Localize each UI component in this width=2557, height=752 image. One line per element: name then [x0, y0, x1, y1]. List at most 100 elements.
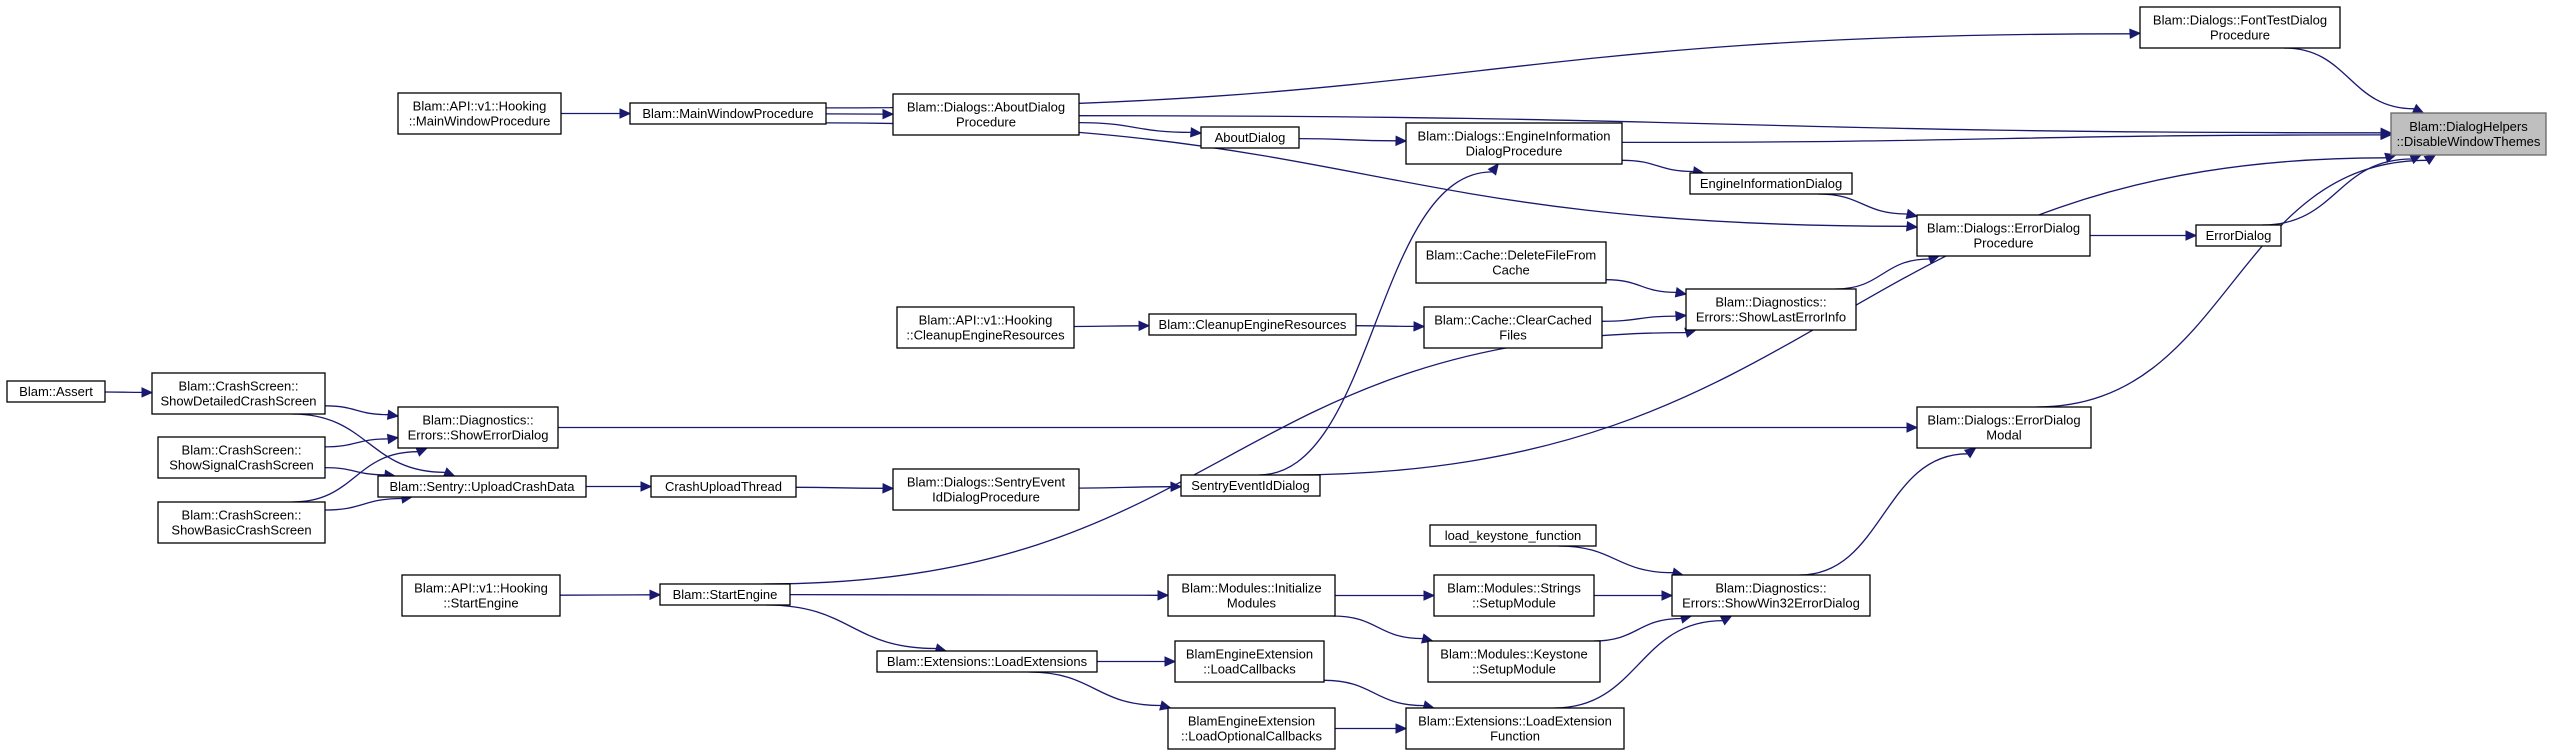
node-label: Blam::Diagnostics::	[1715, 295, 1826, 310]
edge-line	[1817, 193, 1908, 215]
node-box	[650, 475, 797, 498]
edge-aboutdlg-to-engineproc	[1298, 135, 1408, 147]
edge-arrowhead	[2129, 28, 2142, 39]
edge-errormodal-to-disable	[2036, 154, 2437, 408]
node-label: Blam::CrashScreen::	[182, 443, 302, 458]
node-keystone[interactable]: Blam::Modules::Keystone::SetupModule	[1427, 640, 1601, 683]
node-basic[interactable]: Blam::CrashScreen::ShowBasicCrashScreen	[157, 501, 326, 544]
node-box	[1916, 406, 2092, 449]
edge-hookcleanup-to-cleanup	[1073, 320, 1151, 332]
edge-line	[1621, 134, 2382, 144]
edge-line	[324, 466, 386, 476]
edge-loadcallbacks-to-loadextfn	[1323, 679, 1435, 711]
node-label: Blam::Extensions::LoadExtensions	[887, 654, 1088, 669]
node-cleanup[interactable]: Blam::CleanupEngineResources	[1148, 313, 1357, 336]
node-aboutdlg[interactable]: AboutDialog	[1200, 126, 1300, 149]
node-disable[interactable]: Blam::DialogHelpers::DisableWindowThemes	[2390, 112, 2547, 156]
edge-hookstart-to-startengine	[559, 589, 662, 601]
node-loadoptional[interactable]: BlamEngineExtension::LoadOptionalCallbac…	[1167, 707, 1336, 750]
edge-showerror-to-errormodal	[558, 422, 1919, 433]
edge-line	[1593, 617, 1682, 642]
node-hookstart[interactable]: Blam::API::v1::Hooking::StartEngine	[401, 574, 561, 617]
node-loadext[interactable]: Blam::Extensions::LoadExtensions	[876, 650, 1098, 673]
node-label: Blam::CrashScreen::	[182, 508, 302, 523]
edge-arrowhead	[1675, 310, 1688, 322]
node-showerror[interactable]: Blam::Diagnostics::Errors::ShowErrorDial…	[397, 406, 559, 449]
node-box	[1180, 474, 1321, 497]
edge-line	[795, 486, 884, 489]
node-hookcleanup[interactable]: Blam::API::v1::Hooking::CleanupEngineRes…	[896, 306, 1075, 349]
node-mainproc[interactable]: Blam::MainWindowProcedure	[629, 102, 827, 125]
node-box	[2139, 6, 2341, 49]
node-label: Cache	[1492, 263, 1530, 278]
node-box	[1427, 640, 1601, 683]
node-loadcallbacks[interactable]: BlamEngineExtension::LoadCallbacks	[1174, 640, 1325, 683]
edge-startengine-to-loadext	[766, 604, 948, 654]
node-box	[1405, 707, 1625, 750]
node-label: Blam::Assert	[19, 384, 93, 399]
edge-mainproc-to-aboutproc	[825, 108, 895, 120]
edge-arrowhead	[2409, 154, 2423, 165]
node-label: ::SetupModule	[1472, 596, 1556, 611]
edge-line	[1332, 615, 1423, 640]
node-label: Blam::Modules::Strings	[1447, 581, 1581, 596]
edge-aboutproc-to-aboutdlg	[1078, 121, 1203, 138]
node-strings[interactable]: Blam::Modules::Strings::SetupModule	[1433, 574, 1595, 617]
node-label: IdDialogProcedure	[932, 490, 1040, 505]
node-label: Errors::ShowErrorDialog	[408, 428, 549, 443]
edge-line	[292, 451, 418, 503]
node-box	[1148, 313, 1357, 336]
edge-line	[292, 413, 446, 474]
node-label: ShowDetailedCrashScreen	[160, 394, 316, 409]
edge-arrowhead	[1487, 163, 1499, 176]
edge-arrowhead	[1661, 590, 1674, 601]
node-box	[1916, 214, 2091, 257]
node-label: Blam::MainWindowProcedure	[642, 106, 813, 121]
node-signal[interactable]: Blam::CrashScreen::ShowSignalCrashScreen	[157, 436, 326, 479]
node-hookmain[interactable]: Blam::API::v1::Hooking::MainWindowProced…	[397, 92, 562, 135]
node-showlast[interactable]: Blam::Diagnostics::Errors::ShowLastError…	[1685, 288, 1857, 331]
node-sentryproc[interactable]: Blam::Dialogs::SentryEventIdDialogProced…	[892, 468, 1080, 511]
edge-arrowhead	[1674, 287, 1688, 298]
node-box	[1174, 640, 1325, 683]
node-detailed[interactable]: Blam::CrashScreen::ShowDetailedCrashScre…	[151, 372, 326, 415]
edge-sentrydlg-to-engineproc	[1258, 163, 1499, 476]
edge-arrowhead	[1157, 590, 1170, 601]
node-label: Blam::Sentry::UploadCrashData	[390, 479, 576, 494]
node-startengine[interactable]: Blam::StartEngine	[659, 583, 791, 606]
node-errordlg[interactable]: ErrorDialog	[2195, 224, 2282, 247]
node-upload[interactable]: Blam::Sentry::UploadCrashData	[377, 475, 587, 498]
edge-signal-to-showerror	[324, 433, 400, 448]
node-enginedlg[interactable]: EngineInformationDialog	[1689, 172, 1853, 195]
node-sentrydlg[interactable]: SentryEventIdDialog	[1180, 474, 1321, 497]
node-label: Blam::Dialogs::EngineInformation	[1418, 129, 1611, 144]
node-label: ErrorDialog	[2206, 228, 2272, 243]
node-keystonefn[interactable]: load_keystone_function	[1429, 524, 1597, 547]
node-label: load_keystone_function	[1445, 528, 1582, 543]
node-label: Blam::Cache::ClearCached	[1434, 313, 1592, 328]
node-label: Blam::Dialogs::SentryEvent	[907, 475, 1066, 490]
node-label: SentryEventIdDialog	[1191, 478, 1310, 493]
edge-arrowhead	[649, 589, 662, 601]
edge-arrowhead	[386, 433, 400, 445]
node-crashthread[interactable]: CrashUploadThread	[650, 475, 797, 498]
edge-initmodules-to-strings	[1334, 590, 1436, 601]
node-label: Modules	[1227, 596, 1277, 611]
edge-arrowhead	[1190, 127, 1203, 138]
edge-deletefile-to-showlast	[1605, 279, 1688, 298]
node-label: Blam::DialogHelpers	[2409, 119, 2528, 134]
edge-arrowhead	[1413, 321, 1426, 332]
node-assert[interactable]: Blam::Assert	[6, 380, 106, 403]
node-win32[interactable]: Blam::Diagnostics::Errors::ShowWin32Erro…	[1671, 574, 1871, 617]
node-box	[157, 436, 326, 479]
edge-errorproc-to-errordlg	[2090, 230, 2198, 241]
node-engineproc[interactable]: Blam::Dialogs::EngineInformationDialogPr…	[1405, 122, 1623, 165]
